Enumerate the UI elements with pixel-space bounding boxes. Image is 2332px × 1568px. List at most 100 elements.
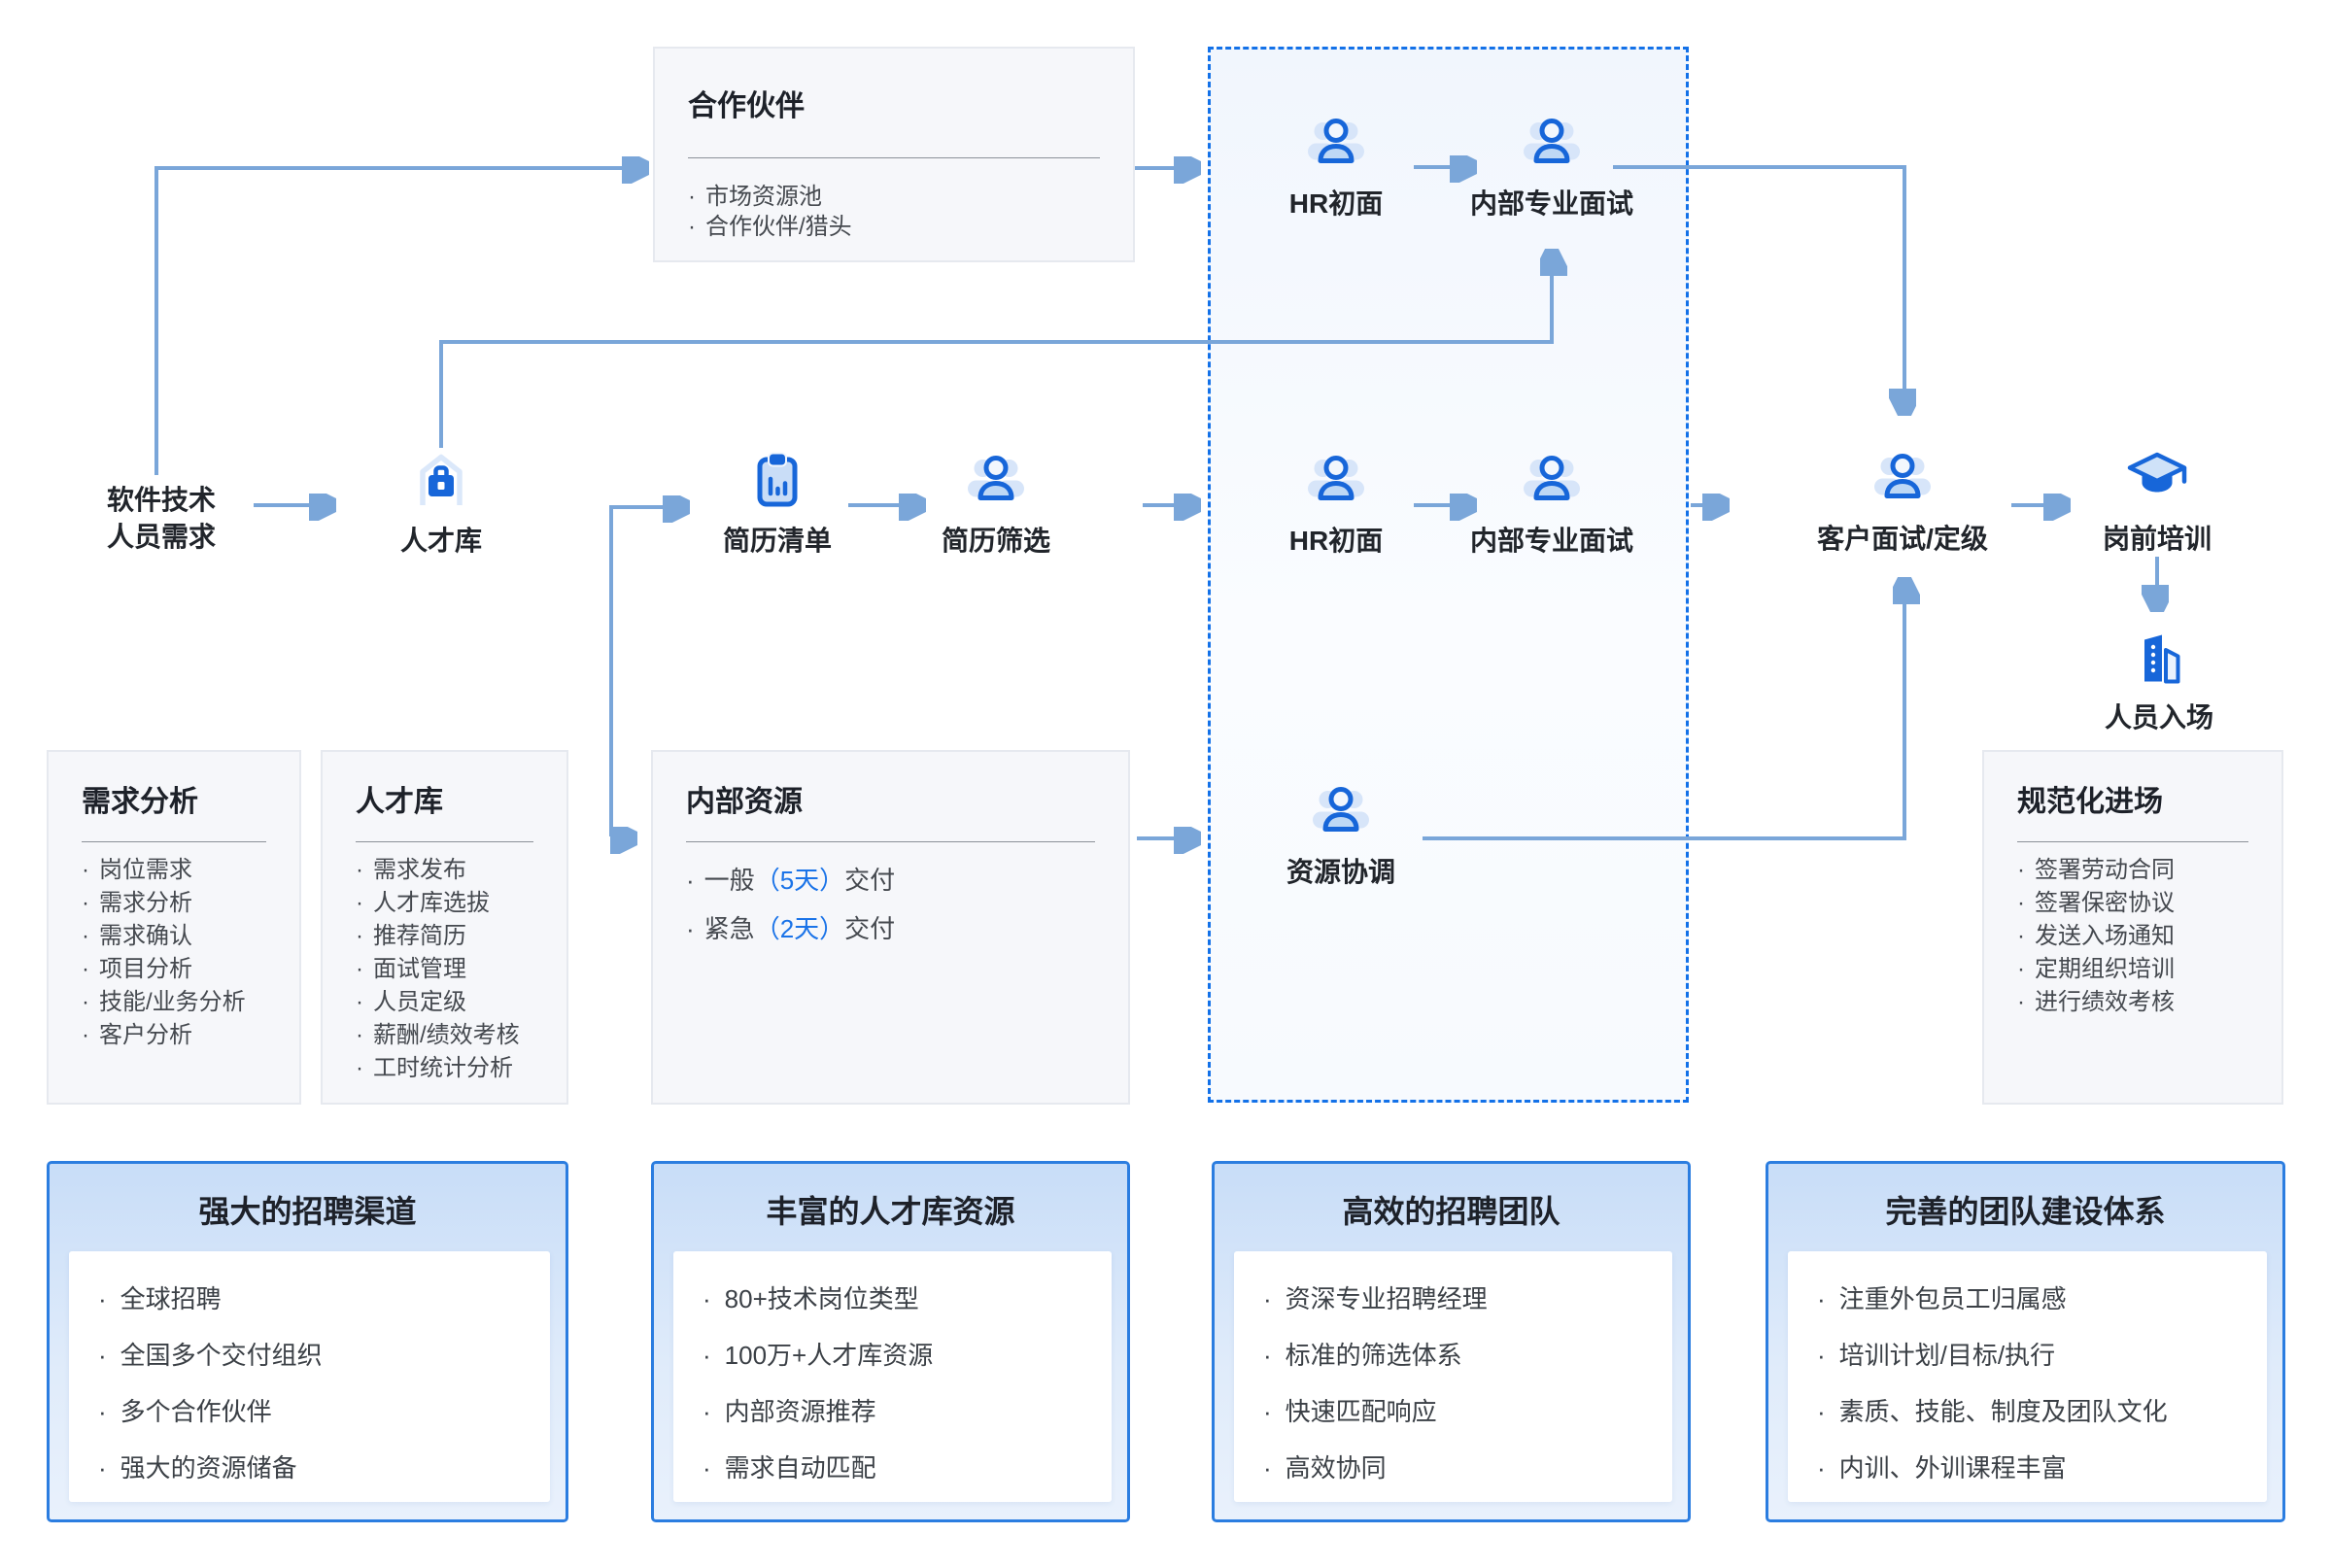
node-label: 岗前培训 xyxy=(2102,524,2212,554)
list-item: 100万+人才库资源 xyxy=(703,1327,1112,1383)
person-group-icon xyxy=(1305,113,1367,175)
internal-resource-box: 内部资源 一般（5天） 交付 紧急（2天）交付 xyxy=(651,750,1130,1105)
card-panel: 注重外包员工归属感 培训计划/目标/执行 素质、技能、制度及团队文化 内训、外训… xyxy=(1788,1251,2267,1502)
divider xyxy=(686,841,1095,842)
item-text: 紧急 xyxy=(703,914,755,943)
list-item: 进行绩效考核 xyxy=(2017,986,2248,1019)
demand-analysis-box: 需求分析 岗位需求 需求分析 需求确认 项目分析 技能/业务分析 客户分析 xyxy=(47,750,301,1105)
list-item: 推荐简历 xyxy=(356,920,533,953)
list-item: 人员定级 xyxy=(356,986,533,1019)
card-recruitment-team: 高效的招聘团队 资深专业招聘经理 标准的筛选体系 快速匹配响应 高效协同 xyxy=(1212,1161,1691,1522)
person-group-icon xyxy=(965,450,1027,512)
list-item: 80+技术岗位类型 xyxy=(703,1271,1112,1327)
list-item: 高效协同 xyxy=(1263,1440,1672,1496)
node-internal-interview-mid: 内部专业面试 xyxy=(1455,450,1649,559)
list-item: 岗位需求 xyxy=(82,854,266,887)
person-group-icon xyxy=(1521,113,1583,175)
divider xyxy=(688,157,1100,158)
partner-box: 合作伙伴 市场资源池 合作伙伴/猎头 xyxy=(653,47,1135,262)
list-item: 合作伙伴/猎头 xyxy=(688,212,1100,242)
graduation-cap-icon xyxy=(2126,448,2188,510)
node-label: 内部专业面试 xyxy=(1469,526,1633,556)
node-label: 人员需求 xyxy=(106,522,216,552)
node-hr-first-interview-mid: HR初面 xyxy=(1239,450,1433,559)
list-item: 多个合作伙伴 xyxy=(98,1383,550,1440)
node-label: 软件技术 xyxy=(106,485,216,515)
list-item: 工时统计分析 xyxy=(356,1052,533,1085)
node-resume-screening: 简历筛选 xyxy=(899,450,1093,559)
list-item: 人才库选拔 xyxy=(356,887,533,920)
node-label: HR初面 xyxy=(1288,188,1384,219)
list-item: 紧急（2天）交付 xyxy=(686,904,1095,953)
node-label: 简历筛选 xyxy=(941,526,1050,556)
building-icon xyxy=(2128,627,2190,689)
list-item: 面试管理 xyxy=(356,953,533,986)
list-item: 定期组织培训 xyxy=(2017,953,2248,986)
list-item: 发送入场通知 xyxy=(2017,920,2248,953)
node-label: HR初面 xyxy=(1288,526,1384,556)
list-item: 技能/业务分析 xyxy=(82,986,266,1019)
node-label: 人员入场 xyxy=(2104,702,2213,733)
node-label: 内部专业面试 xyxy=(1469,188,1633,219)
item-highlight: （5天） xyxy=(754,866,845,895)
card-panel: 80+技术岗位类型 100万+人才库资源 内部资源推荐 需求自动匹配 xyxy=(673,1251,1112,1502)
list-item: 全球招聘 xyxy=(98,1271,550,1327)
list-item: 注重外包员工归属感 xyxy=(1817,1271,2267,1327)
list-item: 素质、技能、制度及团队文化 xyxy=(1817,1383,2267,1440)
partner-box-title: 合作伙伴 xyxy=(688,90,805,122)
card-title: 高效的招聘团队 xyxy=(1342,1194,1560,1229)
list-item: 需求确认 xyxy=(82,920,266,953)
item-text: 一般 xyxy=(703,866,755,895)
person-group-icon xyxy=(1310,781,1372,843)
card-panel: 资深专业招聘经理 标准的筛选体系 快速匹配响应 高效协同 xyxy=(1234,1251,1672,1502)
list-item: 培训计划/目标/执行 xyxy=(1817,1327,2267,1383)
talent-pool-box: 人才库 需求发布 人才库选拔 推荐简历 面试管理 人员定级 薪酬/绩效考核 工时… xyxy=(321,750,568,1105)
list-item: 需求自动匹配 xyxy=(703,1440,1112,1496)
connector-demand-to-partner xyxy=(154,168,641,475)
divider xyxy=(2017,841,2248,842)
node-talent-pool: 人才库 xyxy=(344,450,538,559)
list-item: 项目分析 xyxy=(82,953,266,986)
card-talent-pool-resources: 丰富的人才库资源 80+技术岗位类型 100万+人才库资源 内部资源推荐 需求自… xyxy=(651,1161,1130,1522)
box-title: 内部资源 xyxy=(686,786,803,818)
connector-internaltop-to-customer xyxy=(1613,165,1904,408)
divider xyxy=(356,841,533,842)
node-pre-job-training: 岗前培训 xyxy=(2060,448,2254,557)
list-item: 快速匹配响应 xyxy=(1263,1383,1672,1440)
card-title: 丰富的人才库资源 xyxy=(766,1194,1015,1229)
connector-coordination-to-customer xyxy=(1423,585,1904,840)
card-team-building: 完善的团队建设体系 注重外包员工归属感 培训计划/目标/执行 素质、技能、制度及… xyxy=(1766,1161,2285,1522)
person-group-icon xyxy=(1521,450,1583,512)
list-item: 强大的资源储备 xyxy=(98,1440,550,1496)
box-title: 人才库 xyxy=(356,786,443,818)
list-item: 签署保密协议 xyxy=(2017,887,2248,920)
box-title: 规范化进场 xyxy=(2017,786,2163,818)
divider xyxy=(82,841,266,842)
connector-branch-to-resumelist xyxy=(609,507,682,836)
card-title: 完善的团队建设体系 xyxy=(1885,1194,2166,1229)
box-title: 需求分析 xyxy=(82,786,198,818)
list-item: 全国多个交付组织 xyxy=(98,1327,550,1383)
node-personnel-entry: 人员入场 xyxy=(2062,627,2256,735)
person-group-icon xyxy=(1871,448,1934,510)
node-resume-list: 简历清单 xyxy=(680,450,874,559)
list-item: 内部资源推荐 xyxy=(703,1383,1112,1440)
list-item: 需求分析 xyxy=(82,887,266,920)
item-text: 交付 xyxy=(844,914,896,943)
node-label: 客户面试/定级 xyxy=(1817,524,1988,554)
list-item: 客户分析 xyxy=(82,1019,266,1052)
node-customer-interview: 客户面试/定级 xyxy=(1786,448,2019,557)
item-highlight: （2天） xyxy=(754,914,845,943)
list-item: 薪酬/绩效考核 xyxy=(356,1019,533,1052)
node-resource-coordination: 资源协调 xyxy=(1244,781,1438,890)
list-item: 需求发布 xyxy=(356,854,533,887)
card-recruitment-channels: 强大的招聘渠道 全球招聘 全国多个交付组织 多个合作伙伴 强大的资源储备 xyxy=(47,1161,568,1522)
interview-team-dotted-zone xyxy=(1208,47,1689,1103)
clipboard-chart-icon xyxy=(746,450,808,512)
node-hr-first-interview-top: HR初面 xyxy=(1239,113,1433,222)
list-item: 市场资源池 xyxy=(688,182,1100,212)
card-panel: 全球招聘 全国多个交付组织 多个合作伙伴 强大的资源储备 xyxy=(69,1251,550,1502)
person-group-icon xyxy=(1305,450,1367,512)
